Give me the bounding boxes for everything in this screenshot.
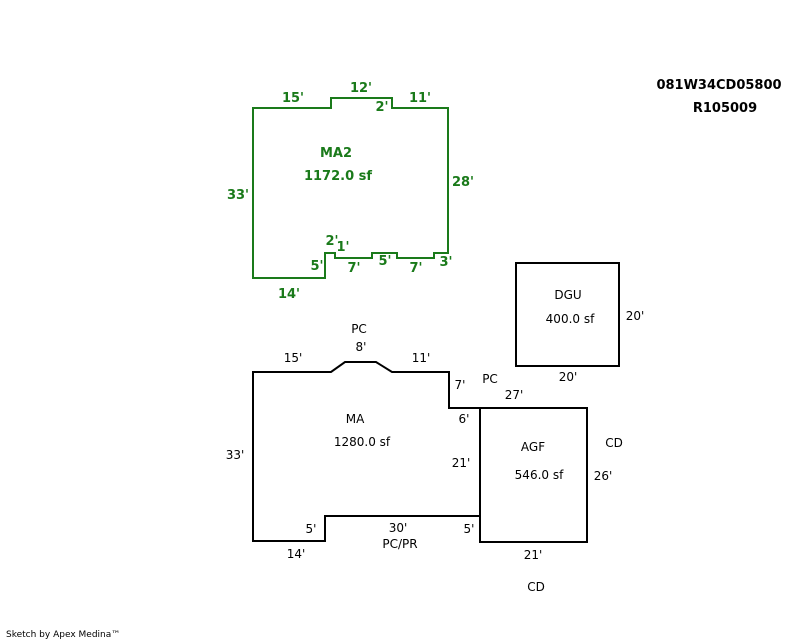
ma-label-pc-top: PC xyxy=(351,322,367,336)
ma2-dim-top-left: 15' xyxy=(282,91,304,106)
agf-label-cd-bottom: CD xyxy=(527,580,545,594)
ma-dim-right-step: 6' xyxy=(459,412,470,426)
ma2-dim-7a: 7' xyxy=(347,261,360,276)
ma2-dim-top-right: 11' xyxy=(409,91,431,106)
ma2-dim-right: 28' xyxy=(452,175,474,190)
ma2-dim-7b: 7' xyxy=(409,261,422,276)
agf-dim-top: 27' xyxy=(505,388,524,402)
ma-dim-bottom-mid: 30' xyxy=(389,521,408,535)
ma2-dim-5b: 5' xyxy=(378,254,391,269)
dgu-dim-right: 20' xyxy=(626,309,645,323)
ma-dim-right-lower: 21' xyxy=(452,456,471,470)
agf-name: AGF xyxy=(521,440,545,454)
dgu-outline xyxy=(515,262,620,367)
ma2-dim-2: 2' xyxy=(325,234,338,249)
ma-label-pc-pr: PC/PR xyxy=(382,537,417,551)
ma-dim-left: 33' xyxy=(226,448,245,462)
ma2-dim-step: 2' xyxy=(375,100,388,115)
ma-name: MA xyxy=(346,412,365,426)
ma-dim-top-mid: 8' xyxy=(356,340,367,354)
parcel-id: 081W34CD05800 xyxy=(656,78,781,93)
account-id: R105009 xyxy=(693,101,757,116)
ma-dim-bottom-left: 14' xyxy=(287,547,306,561)
agf-dim-right: 26' xyxy=(594,469,613,483)
ma-dim-top-right: 11' xyxy=(412,351,431,365)
ma-label-pc-side: PC xyxy=(482,372,498,386)
dgu-name: DGU xyxy=(554,288,581,302)
ma-outline xyxy=(252,361,481,542)
ma-area: 1280.0 sf xyxy=(334,435,391,449)
ma2-dim-3: 3' xyxy=(439,255,452,270)
agf-outline xyxy=(479,407,588,543)
ma2-dim-5: 5' xyxy=(310,259,323,274)
dgu-area: 400.0 sf xyxy=(546,312,595,326)
ma2-dim-left: 33' xyxy=(227,188,249,203)
ma-dim-bottom-step-left: 5' xyxy=(306,522,317,536)
agf-area: 546.0 sf xyxy=(515,468,564,482)
ma-dim-top-left: 15' xyxy=(284,351,303,365)
dgu-dim-bottom: 20' xyxy=(559,370,578,384)
ma2-area: 1172.0 sf xyxy=(304,169,372,184)
ma2-dim-top-mid: 12' xyxy=(350,81,372,96)
ma2-dim-1: 1' xyxy=(336,240,349,255)
ma-dim-right-upper: 7' xyxy=(455,378,466,392)
agf-dim-bottom: 21' xyxy=(524,548,543,562)
ma2-name: MA2 xyxy=(320,146,352,161)
agf-label-cd-right: CD xyxy=(605,436,623,450)
ma-dim-bottom-step-right: 5' xyxy=(464,522,475,536)
ma2-dim-bottom: 14' xyxy=(278,287,300,302)
sketch-credit: Sketch by Apex Medina™ xyxy=(6,630,120,640)
ma2-outline xyxy=(252,97,449,279)
